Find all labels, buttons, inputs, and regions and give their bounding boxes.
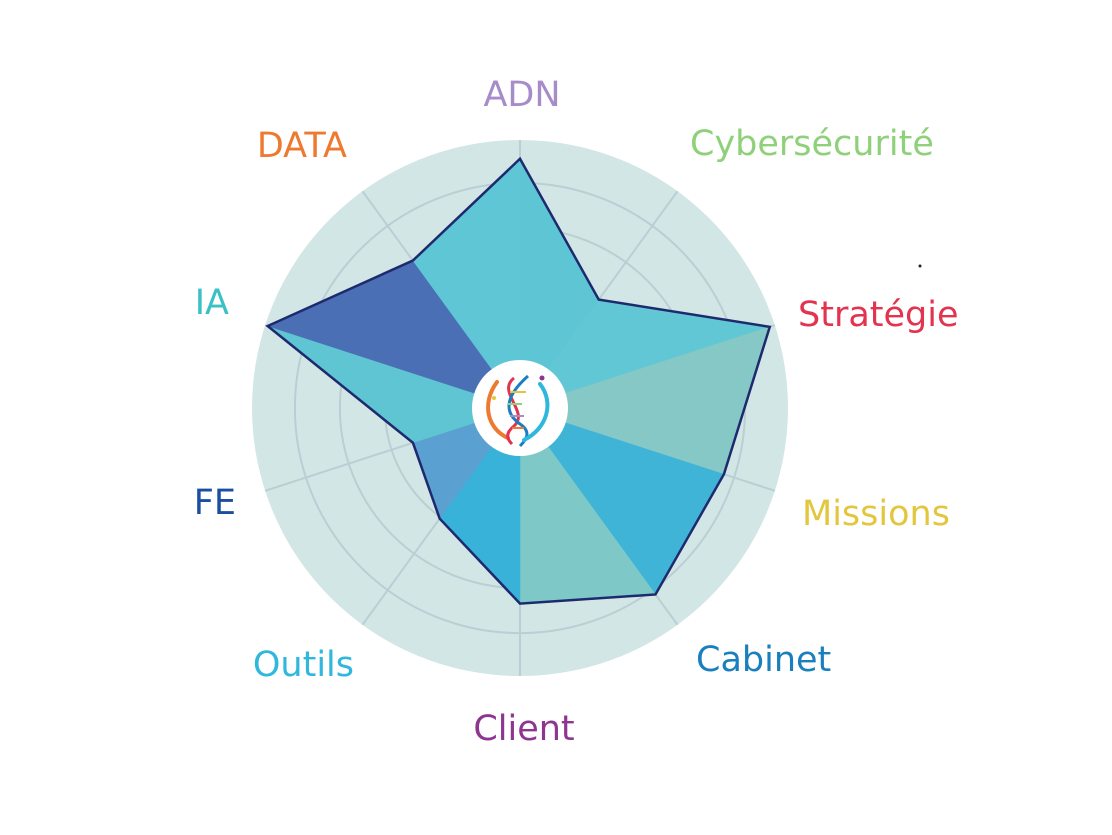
axis-label-FE: FE	[194, 483, 236, 523]
axis-label-IA: IA	[195, 283, 229, 323]
data-wedges	[266, 157, 771, 605]
axis-label-ADN: ADN	[483, 75, 560, 115]
axis-label-DATA: DATA	[257, 126, 347, 166]
axis-label-Cybersécurité: Cybersécurité	[690, 124, 934, 164]
axis-label-Missions: Missions	[802, 494, 950, 534]
center-logo	[472, 360, 568, 456]
stray-dot	[918, 264, 922, 268]
data-outline	[265, 156, 772, 605]
axis-labels: ADN CybersécuritéStratégieMissionsCabinet…	[194, 75, 959, 749]
dna-helix-icon	[486, 374, 550, 448]
axis-label-Cabinet: Cabinet	[696, 640, 831, 680]
axis-label-Stratégie: Stratégie	[798, 295, 959, 335]
axis-label-Outils: Outils	[253, 645, 354, 685]
axis-label-Client: Client	[473, 709, 574, 749]
